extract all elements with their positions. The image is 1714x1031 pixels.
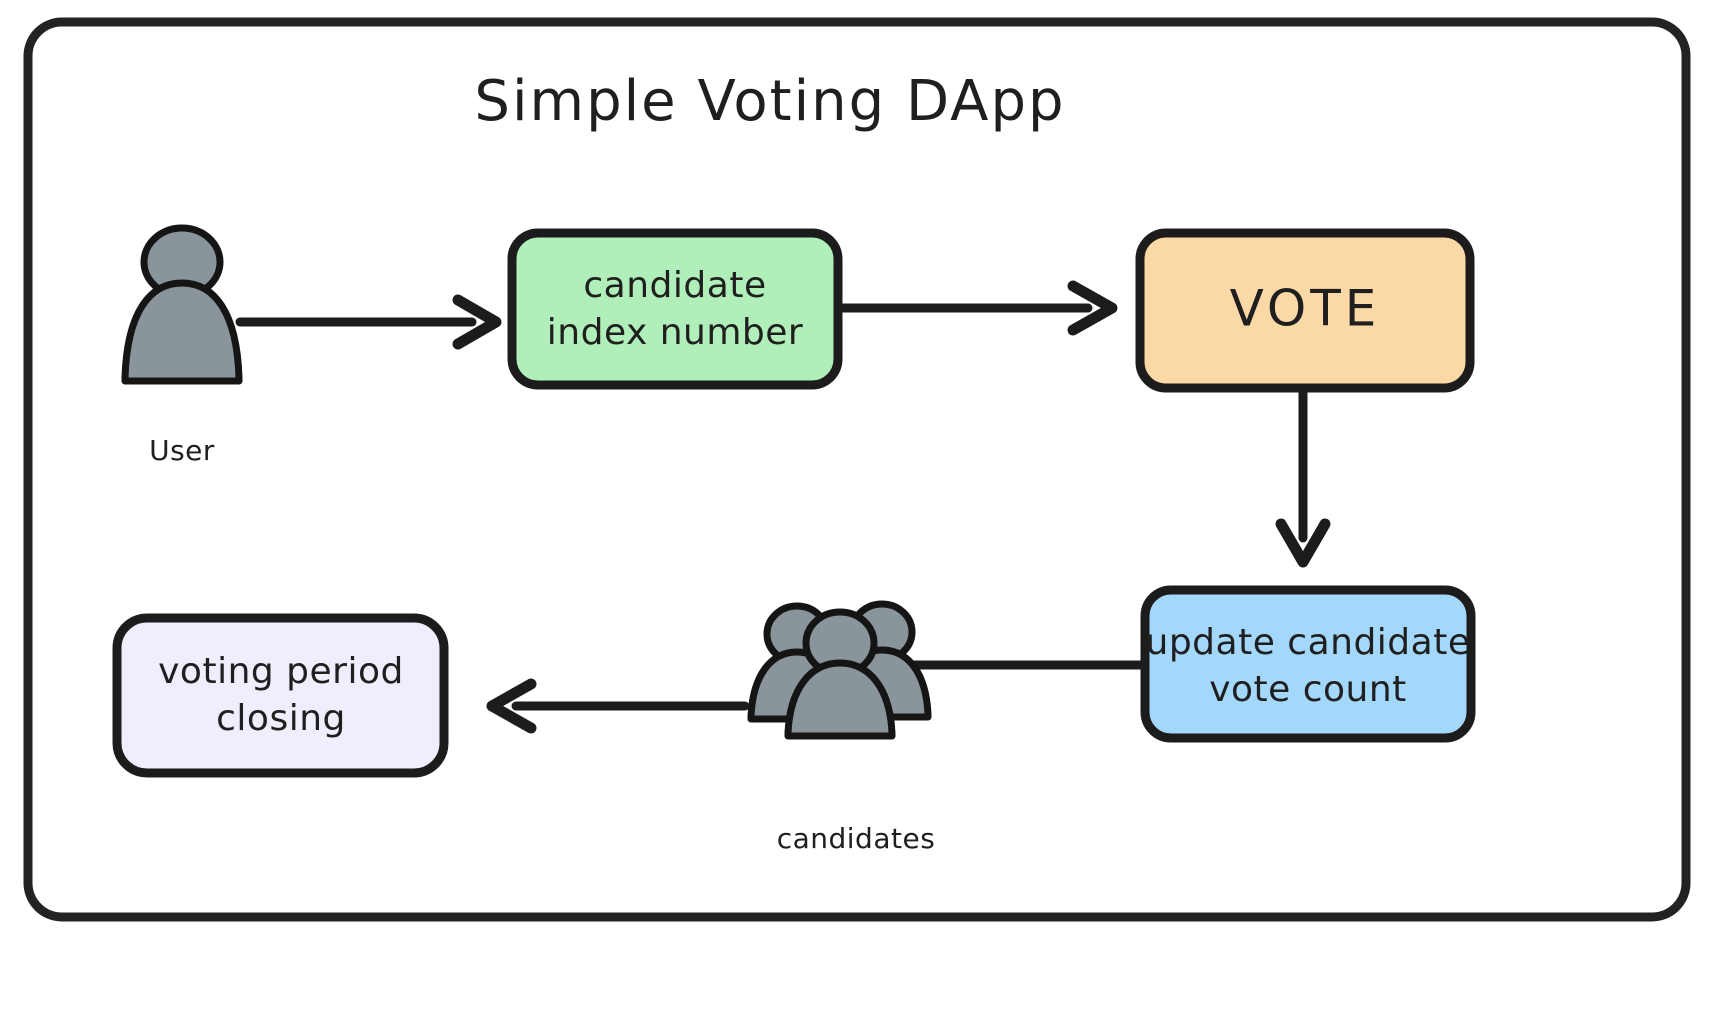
candidate-body-center-icon (784, 659, 896, 740)
candidates-icon (747, 600, 932, 740)
user-body-icon (121, 279, 243, 385)
diagram-title: Simple Voting DApp (474, 69, 1065, 134)
update-count-line2: vote count (1209, 669, 1407, 710)
node-candidate-index[interactable]: candidate index number (507, 228, 843, 390)
candidate-index-line2: index number (547, 312, 803, 353)
candidate-index-line1: candidate (583, 265, 766, 306)
node-vote[interactable]: VOTE (1135, 228, 1475, 393)
arrow-vote-to-update-count (1275, 387, 1331, 568)
voting-period-closing-line2: closing (216, 698, 346, 739)
user-icon (121, 224, 243, 385)
vote-label: VOTE (1230, 280, 1381, 338)
user-label: User (149, 434, 215, 467)
arrow-candidates-to-voting-period-closing (486, 678, 750, 734)
arrow-user-to-candidate-index (235, 294, 502, 350)
update-count-line1: update candidate (1146, 622, 1471, 663)
diagram-frame (23, 17, 1691, 922)
candidate-index-box[interactable] (507, 228, 843, 390)
voting-period-closing-line1: voting period (158, 651, 404, 692)
voting-period-closing-box[interactable] (112, 613, 449, 778)
node-voting-period-closing[interactable]: voting period closing (112, 613, 449, 778)
update-count-box[interactable] (1140, 585, 1476, 743)
candidates-label: candidates (777, 822, 936, 855)
arrow-candidate-index-to-vote (835, 280, 1118, 336)
node-update-count[interactable]: update candidate vote count (1140, 585, 1476, 743)
